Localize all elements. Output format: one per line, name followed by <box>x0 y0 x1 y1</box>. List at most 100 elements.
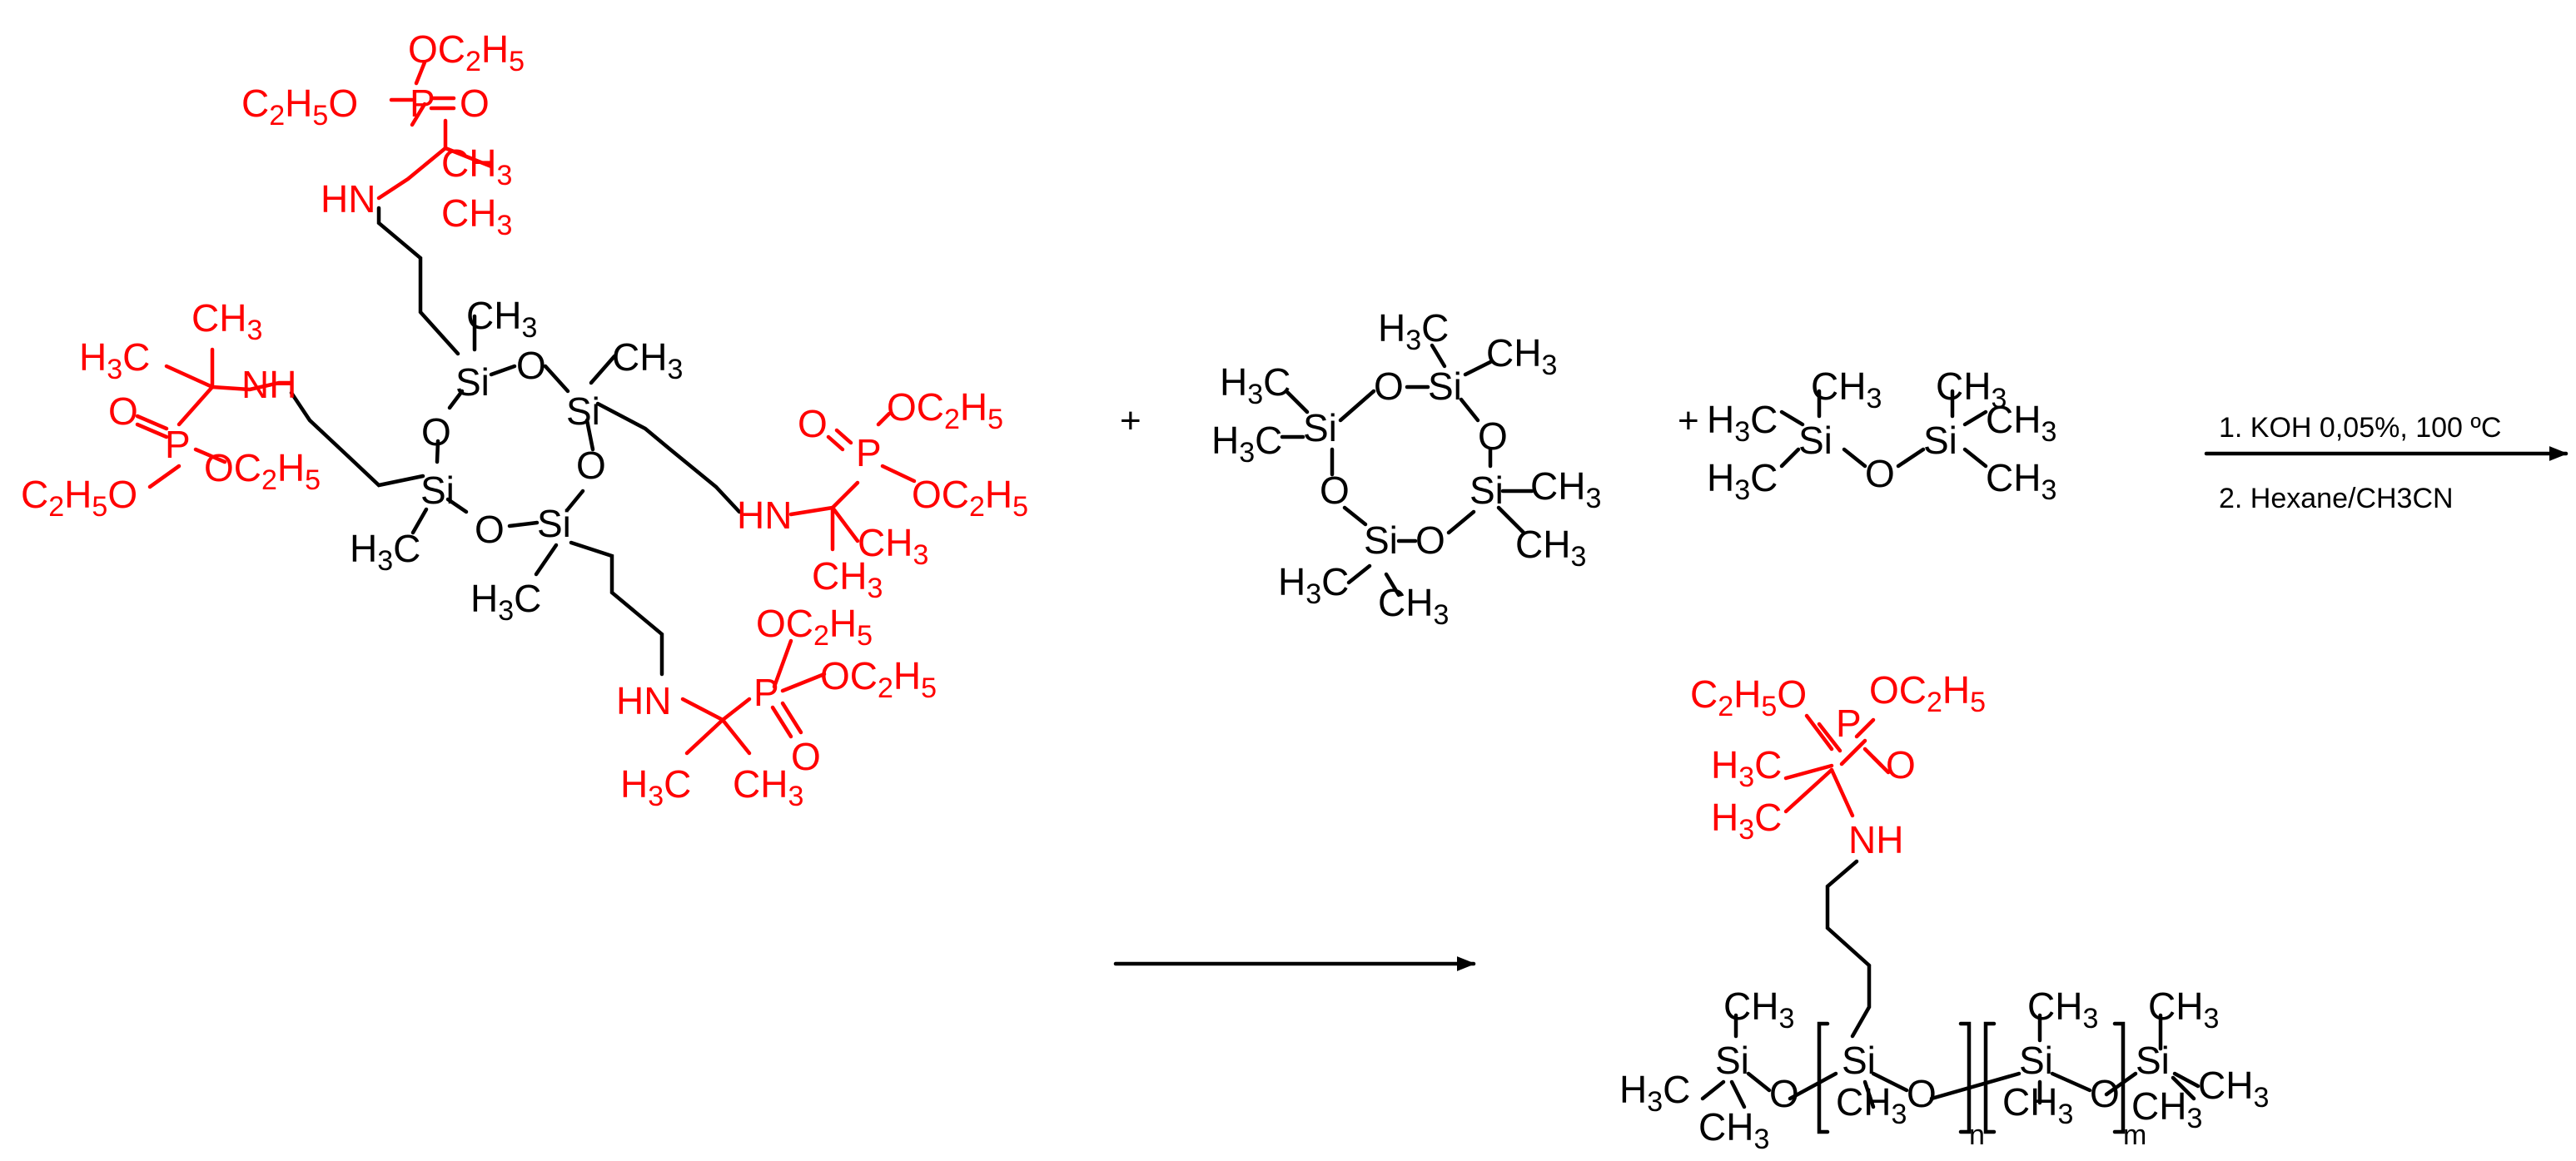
methyl-label: H3C <box>1711 743 1782 793</box>
ring-si: Si <box>1303 406 1337 449</box>
methyl-label: CH3 <box>1986 456 2056 506</box>
ring-o: O <box>1478 414 1508 458</box>
ring-si-2: Si <box>566 389 600 433</box>
repeat-index-m: m <box>2123 1119 2146 1151</box>
phosphorus-label: P <box>753 671 779 714</box>
phosphorus-label: P <box>856 431 882 474</box>
nh-label: NH <box>241 363 296 406</box>
methyl-label: H3C <box>350 527 420 577</box>
methyl-label: CH3 <box>1698 1105 1769 1155</box>
o-label: O <box>2090 1072 2120 1115</box>
methyl-label: H3C <box>1619 1068 1690 1118</box>
methyl-label: CH3 <box>1811 365 1882 414</box>
bracket-n-left <box>1817 1021 1830 1134</box>
nh-label: NH <box>1848 818 1903 861</box>
bracket-m-right <box>2112 1021 2126 1134</box>
ring-si-3: Si <box>537 502 571 545</box>
plus-sign: + <box>1678 400 1699 441</box>
si-label: Si <box>2019 1039 2053 1082</box>
methyl-label: CH3 <box>1836 1080 1907 1130</box>
repeat-index-n: n <box>1969 1119 1985 1151</box>
nh-label: HN <box>321 177 375 221</box>
ring-si: Si <box>1428 365 1462 408</box>
methyl-label: CH3 <box>466 294 537 344</box>
methyl-label: CH3 <box>1530 464 1601 514</box>
methyl-label: CH3 <box>1723 985 1794 1034</box>
ring-si-1: Si <box>455 360 490 404</box>
methyl-label: H3C <box>1707 456 1778 506</box>
methyl-label: H3C <box>1278 560 1349 610</box>
methyl-label: H3C <box>470 577 541 627</box>
phosphorus-label: P <box>410 82 435 125</box>
methyl-label: H3C <box>1711 796 1782 846</box>
methyl-label: H3C <box>1378 306 1449 356</box>
methyl-label: CH3 <box>1986 398 2056 448</box>
si-label: Si <box>1715 1039 1749 1082</box>
methyl-label: CH3 <box>1486 331 1557 381</box>
oxo-label: O <box>791 735 821 778</box>
methyl-label: CH3 <box>2148 985 2219 1034</box>
nh-label: HN <box>737 494 792 537</box>
methyl-label: H3C <box>1707 398 1778 448</box>
ethoxy-label: OC2H5 <box>756 602 873 652</box>
oxo-label: O <box>1886 743 1916 786</box>
ring-si-4: Si <box>420 469 455 512</box>
oxo-label: O <box>108 389 138 433</box>
ring-o-3: O <box>475 508 505 551</box>
si-label: Si <box>1923 419 1957 462</box>
ethoxy-label: C2H5O <box>21 473 137 523</box>
aminophosphonate-arm-right: HN P O OC2H5 OC2H5 CH3 CH3 <box>737 385 1028 604</box>
ring-o-1: O <box>516 344 546 387</box>
ethoxy-label: C2H5O <box>241 82 358 131</box>
reactant-octamethylcyclotetrasiloxane: Si O Si O Si O Si O H3C H3C H3C CH3 CH3 … <box>1211 306 1601 631</box>
ring-si: Si <box>1364 518 1398 562</box>
bracket-m-left <box>1983 1021 1997 1134</box>
reactant-hexamethyldisiloxane: Si O Si H3C H3C CH3 CH3 CH3 CH3 <box>1707 365 2056 506</box>
o-label: O <box>1769 1072 1799 1115</box>
oxo-label: O <box>798 402 828 445</box>
ring-o-4: O <box>421 410 451 454</box>
ethoxy-label: OC2H5 <box>408 27 525 77</box>
ethoxy-label: OC2H5 <box>887 385 1003 435</box>
bracket-n-right <box>1958 1021 1972 1134</box>
condition-step-2: 2. Hexane/CH3CN <box>2219 483 2454 514</box>
ring-si: Si <box>1470 469 1504 512</box>
ring-o: O <box>1320 469 1350 512</box>
o-label: O <box>1865 452 1895 495</box>
methyl-label: H3C <box>1211 419 1282 469</box>
methyl-label: CH3 <box>2002 1080 2073 1130</box>
si-label: Si <box>1798 419 1833 462</box>
ethoxy-label: C2H5O <box>1690 672 1807 722</box>
oxo-label: O <box>460 82 490 125</box>
methyl-label: H3C <box>79 335 150 385</box>
ethoxy-label: OC2H5 <box>912 473 1028 523</box>
si-label: Si <box>2136 1039 2170 1082</box>
aminophosphonate-arm-bottom: HN P O OC2H5 OC2H5 H3C CH3 <box>616 602 937 812</box>
methyl-label: CH3 <box>612 335 683 385</box>
methyl-label: H3C <box>1220 360 1290 410</box>
reactant-functionalized-cyclotetrasiloxane: Si O Si O Si O Si O CH3 CH3 H3C H3C HN P… <box>21 27 1028 812</box>
methyl-label: CH3 <box>1515 523 1586 573</box>
ring-o-2: O <box>576 444 606 487</box>
methyl-label: CH3 <box>2198 1064 2269 1114</box>
methyl-label: CH3 <box>1378 581 1449 631</box>
ethoxy-label: OC2H5 <box>820 654 937 704</box>
methyl-label: CH3 <box>858 521 928 571</box>
ethoxy-label: OC2H5 <box>1869 668 1986 718</box>
ring-o: O <box>1374 365 1404 408</box>
methyl-label: CH3 <box>441 191 512 241</box>
condition-step-1: 1. KOH 0,05%, 100 ºC <box>2219 412 2501 444</box>
o-label: O <box>1907 1072 1937 1115</box>
plus-sign: + <box>1120 400 1141 441</box>
nh-label: HN <box>616 679 671 722</box>
phosphorus-label: P <box>1836 702 1862 745</box>
phosphorus-label: P <box>165 423 191 466</box>
si-label: Si <box>1842 1039 1876 1082</box>
cyclosiloxane-ring <box>435 364 595 528</box>
ethoxy-label: OC2H5 <box>204 446 321 496</box>
ring-o: O <box>1415 518 1445 562</box>
methyl-label: CH3 <box>2027 985 2098 1034</box>
methyl-label: CH3 <box>191 296 262 346</box>
methyl-label: CH3 <box>441 141 512 191</box>
